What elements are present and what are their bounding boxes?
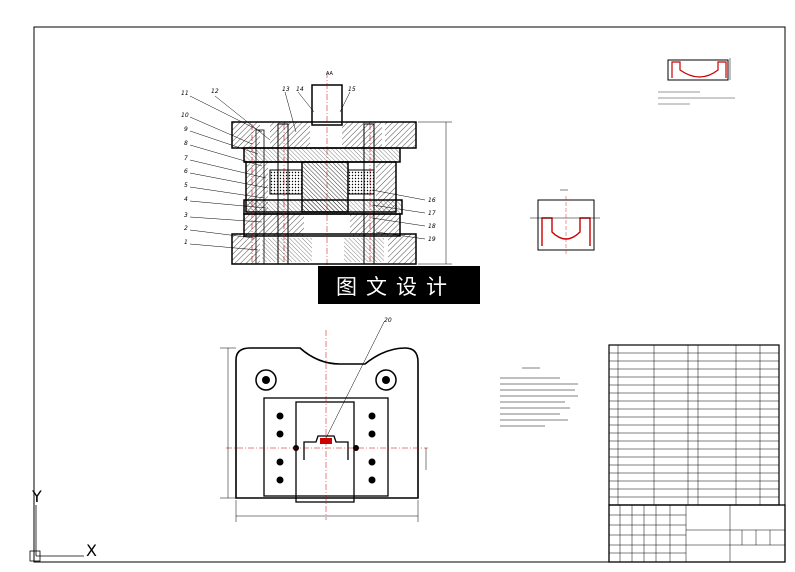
part-label-13: 13 <box>282 86 290 93</box>
part-label-15: 15 <box>348 86 356 93</box>
part-label-3: 3 <box>184 212 188 219</box>
plan-view: 20 <box>220 317 428 522</box>
part-sketch-top <box>658 58 735 105</box>
part-label-5: 5 <box>184 182 188 189</box>
part-label-18: 18 <box>428 223 436 230</box>
watermark-text: 图文设计 <box>336 275 456 299</box>
watermark-box <box>318 266 480 304</box>
part-label-4: 4 <box>184 196 188 203</box>
part-label-1: 1 <box>184 239 188 246</box>
technical-notes <box>500 367 578 427</box>
title-block <box>608 504 786 563</box>
callout-20: 20 <box>384 317 392 324</box>
axis-y-label: Y <box>31 487 42 506</box>
part-label-2: 2 <box>184 225 188 232</box>
part-label-14: 14 <box>296 86 304 93</box>
part-label-8: 8 <box>184 140 188 147</box>
part-label-9: 9 <box>184 126 188 133</box>
top-label: AA <box>326 71 334 77</box>
part-label-6: 6 <box>184 168 188 175</box>
part-label-10: 10 <box>181 112 189 119</box>
ucs-axis: Y X <box>29 487 97 562</box>
part-label-16: 16 <box>428 197 436 204</box>
parts-table <box>608 344 780 506</box>
part-sketch-mid <box>530 189 600 256</box>
part-label-19: 19 <box>428 236 436 243</box>
section-view: AA 11 12 10 9 8 7 6 5 4 3 2 1 13 14 15 1… <box>181 71 452 270</box>
part-label-7: 7 <box>184 155 188 162</box>
part-label-11: 11 <box>181 90 189 97</box>
drawing-frame <box>33 26 786 563</box>
part-label-12: 12 <box>211 88 219 95</box>
part-label-17: 17 <box>428 210 436 217</box>
axis-x-label: X <box>86 541 97 560</box>
